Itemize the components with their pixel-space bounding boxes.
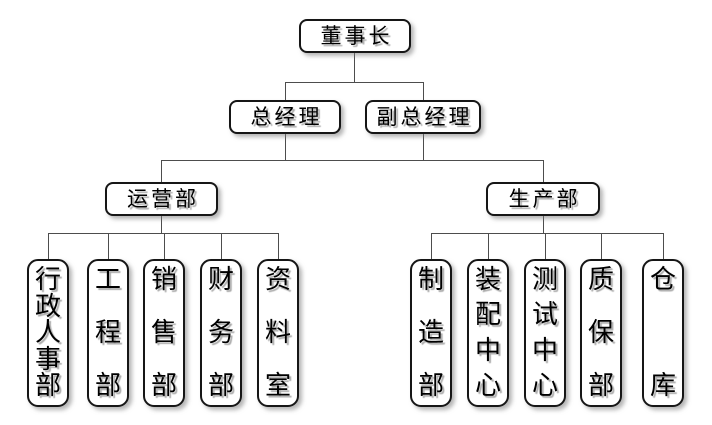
node-label: 测试中心	[531, 265, 558, 400]
connector-line	[423, 82, 424, 101]
connector-line	[161, 216, 162, 233]
node-label: 装配中心	[474, 265, 501, 400]
node-archives-room[interactable]: 资料室	[257, 259, 299, 407]
connector-line	[601, 233, 602, 259]
node-testing-center[interactable]: 测试中心	[524, 259, 566, 407]
node-admin-hr-dept[interactable]: 行政人事部	[27, 259, 69, 407]
node-label: 生产部	[508, 186, 581, 211]
connector-line	[161, 160, 544, 161]
node-operations-dept[interactable]: 运营部	[105, 182, 218, 216]
connector-line	[423, 134, 424, 161]
connector-line	[48, 233, 49, 259]
node-quality-assurance-dept[interactable]: 质保部	[580, 259, 622, 407]
connector-line	[164, 233, 165, 259]
node-production-dept[interactable]: 生产部	[486, 182, 600, 216]
node-label: 运营部	[127, 186, 199, 211]
node-general-manager[interactable]: 总经理	[229, 100, 341, 134]
connector-line	[48, 233, 279, 234]
connector-line	[108, 233, 109, 259]
node-label: 副总经理	[376, 104, 473, 129]
node-label: 制造部	[417, 265, 444, 400]
connector-line	[663, 233, 664, 259]
connector-line	[278, 233, 279, 259]
connector-line	[543, 216, 544, 233]
node-manufacturing-dept[interactable]: 制造部	[410, 259, 452, 407]
connector-line	[543, 160, 544, 183]
node-label: 董事长	[320, 23, 393, 48]
connector-line	[545, 233, 546, 259]
node-finance-dept[interactable]: 财务部	[200, 259, 242, 407]
node-label: 工程部	[94, 265, 121, 400]
connector-line	[488, 233, 489, 259]
node-chairman[interactable]: 董事长	[299, 19, 411, 53]
node-label: 销售部	[150, 265, 177, 400]
node-sales-dept[interactable]: 销售部	[143, 259, 185, 407]
node-label: 总经理	[250, 104, 323, 129]
connector-line	[161, 160, 162, 183]
connector-line	[285, 82, 286, 101]
connector-line	[354, 53, 355, 82]
connector-line	[285, 134, 286, 161]
node-label: 仓库	[649, 265, 676, 400]
node-deputy-general-manager[interactable]: 副总经理	[365, 100, 481, 134]
node-label: 资料室	[264, 265, 291, 400]
connector-line	[431, 233, 664, 234]
connector-line	[285, 82, 424, 83]
node-assembly-center[interactable]: 装配中心	[467, 259, 509, 407]
node-warehouse[interactable]: 仓库	[642, 259, 684, 407]
node-label: 行政人事部	[34, 265, 61, 400]
connector-line	[431, 233, 432, 259]
node-label: 质保部	[587, 265, 614, 400]
node-engineering-dept[interactable]: 工程部	[87, 259, 129, 407]
connector-line	[221, 233, 222, 259]
node-label: 财务部	[207, 265, 234, 400]
